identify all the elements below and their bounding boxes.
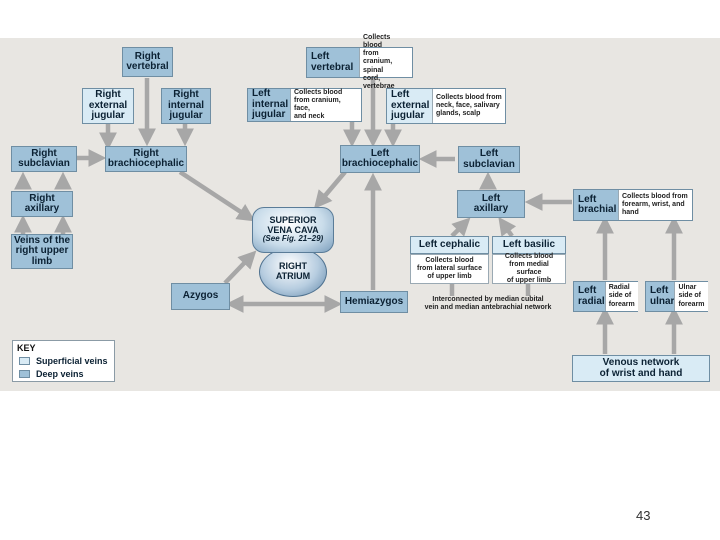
interconnect-caption: Interconnected by median cubital vein an… xyxy=(424,296,552,312)
right-upper-limb-veins-box: Veins of the right upper limb xyxy=(11,234,73,269)
right-external-jugular-box: Right external jugular xyxy=(82,88,134,124)
svc-figure-ref: (See Fig. 21–29) xyxy=(262,234,324,244)
right-subclavian-box: Right subclavian xyxy=(11,146,77,172)
left-internal-jugular-note: Collects blood from cranium, face, and n… xyxy=(290,89,361,121)
left-external-jugular-note: Collects blood from neck, face, salivary… xyxy=(432,89,505,123)
left-vertebral-label: Left vertebral xyxy=(311,51,354,73)
left-axillary-box: Left axillary xyxy=(457,190,525,218)
left-basilic-note: Collects blood from medial surface of up… xyxy=(492,253,566,284)
key-title: KEY xyxy=(17,343,36,353)
left-cephalic-box: Left cephalic xyxy=(410,236,489,254)
arrow-azygos xyxy=(223,250,257,285)
left-radial-note: Radial side of forearm xyxy=(604,282,638,311)
arrow-r-brachio-svc xyxy=(178,170,256,222)
left-external-jugular-label: Left external jugular xyxy=(391,89,430,122)
left-vertebral-note: Collects blood from cranium, spinal cord… xyxy=(359,34,412,90)
right-vertebral-box: Right vertebral xyxy=(122,47,173,77)
left-cephalic-note: Collects blood from lateral surface of u… xyxy=(410,254,489,284)
arrow-l-basilic xyxy=(498,216,517,238)
left-subclavian-box: Left subclavian xyxy=(458,146,520,173)
left-internal-jugular-box: Left internal jugular Collects blood fro… xyxy=(247,88,362,122)
arrow-l-cephalic xyxy=(450,217,471,238)
svc-label-2: VENA CAVA xyxy=(267,224,319,235)
legend-key: KEY Superficial veins Deep veins xyxy=(12,340,115,382)
left-internal-jugular-label: Left internal jugular xyxy=(252,88,289,121)
arrow-l-brachio-svc xyxy=(313,170,347,209)
superior-vena-cava: SUPERIOR VENA CAVA (See Fig. 21–29) xyxy=(252,207,334,253)
right-internal-jugular-box: Right internal jugular xyxy=(161,88,211,124)
page-number: 43 xyxy=(636,508,651,523)
azygos-box: Azygos xyxy=(171,283,230,310)
left-brachial-box: Left brachial Collects blood from forear… xyxy=(573,189,693,221)
left-radial-box: Left radial Radial side of forearm xyxy=(573,281,638,312)
right-brachiocephalic-box: Right brachiocephalic xyxy=(105,146,187,172)
key-deep-row: Deep veins xyxy=(19,369,84,379)
left-radial-label: Left radial xyxy=(578,285,605,307)
left-external-jugular-box: Left external jugular Collects blood fro… xyxy=(386,88,506,124)
right-axillary-box: Right axillary xyxy=(11,191,73,217)
left-basilic-box: Left basilic xyxy=(492,236,566,254)
key-superficial-swatch xyxy=(19,357,30,365)
left-vertebral-box: Left vertebral Collects blood from crani… xyxy=(306,34,413,90)
key-superficial-row: Superficial veins xyxy=(19,356,108,366)
right-atrium: RIGHT ATRIUM xyxy=(259,247,327,297)
key-deep-swatch xyxy=(19,370,30,378)
left-ulnar-note: Ulnar side of forearm xyxy=(674,282,708,311)
key-deep-label: Deep veins xyxy=(36,369,84,379)
left-ulnar-label: Left ulnar xyxy=(650,285,675,307)
svc-label-1: SUPERIOR xyxy=(269,214,317,225)
left-ulnar-box: Left ulnar Ulnar side of forearm xyxy=(645,281,708,312)
left-brachiocephalic-box: Left brachiocephalic xyxy=(340,145,420,173)
venous-network-box: Venous network of wrist and hand xyxy=(572,355,710,382)
left-brachial-label: Left brachial xyxy=(578,193,617,215)
hemiazygos-box: Hemiazygos xyxy=(340,291,408,313)
key-superficial-label: Superficial veins xyxy=(36,356,108,366)
left-brachial-note: Collects blood from forearm, wrist, and … xyxy=(618,190,692,220)
